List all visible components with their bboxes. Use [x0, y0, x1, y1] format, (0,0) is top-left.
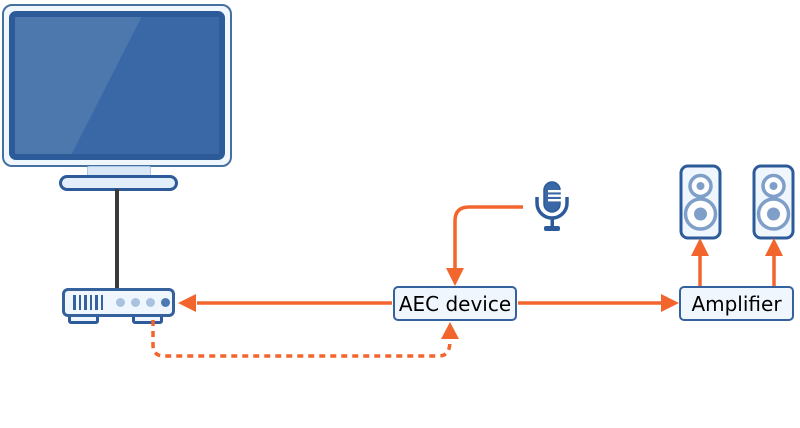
amplifier-label: Amplifier [691, 291, 782, 316]
dashed-arrow-media-player-to-aec [151, 320, 452, 358]
set-top-box-icon [62, 288, 175, 317]
amplifier-node: Amplifier [679, 286, 794, 321]
vent-lines-icon [73, 295, 103, 310]
aec-device-node: AEC device [393, 286, 517, 321]
tv-cable [115, 189, 119, 289]
arrowhead-aec-to-media-player [178, 294, 196, 312]
arrowhead-amp-to-right-speaker [765, 238, 783, 256]
arrowhead-amp-to-left-speaker [691, 238, 709, 256]
arrowhead-media-player-to-aec [441, 322, 459, 339]
tv-icon [2, 4, 232, 167]
indicator-dots [116, 298, 170, 307]
arrow-mic-to-aec [453, 205, 523, 268]
speaker-icon [679, 164, 722, 240]
speaker-icon [752, 164, 795, 240]
microphone-icon [535, 181, 569, 231]
aec-device-label: AEC device [398, 291, 512, 316]
arrowhead-aec-to-amplifier [661, 294, 679, 312]
arrowhead-mic-to-aec [446, 268, 464, 286]
tv-screen [9, 11, 225, 160]
